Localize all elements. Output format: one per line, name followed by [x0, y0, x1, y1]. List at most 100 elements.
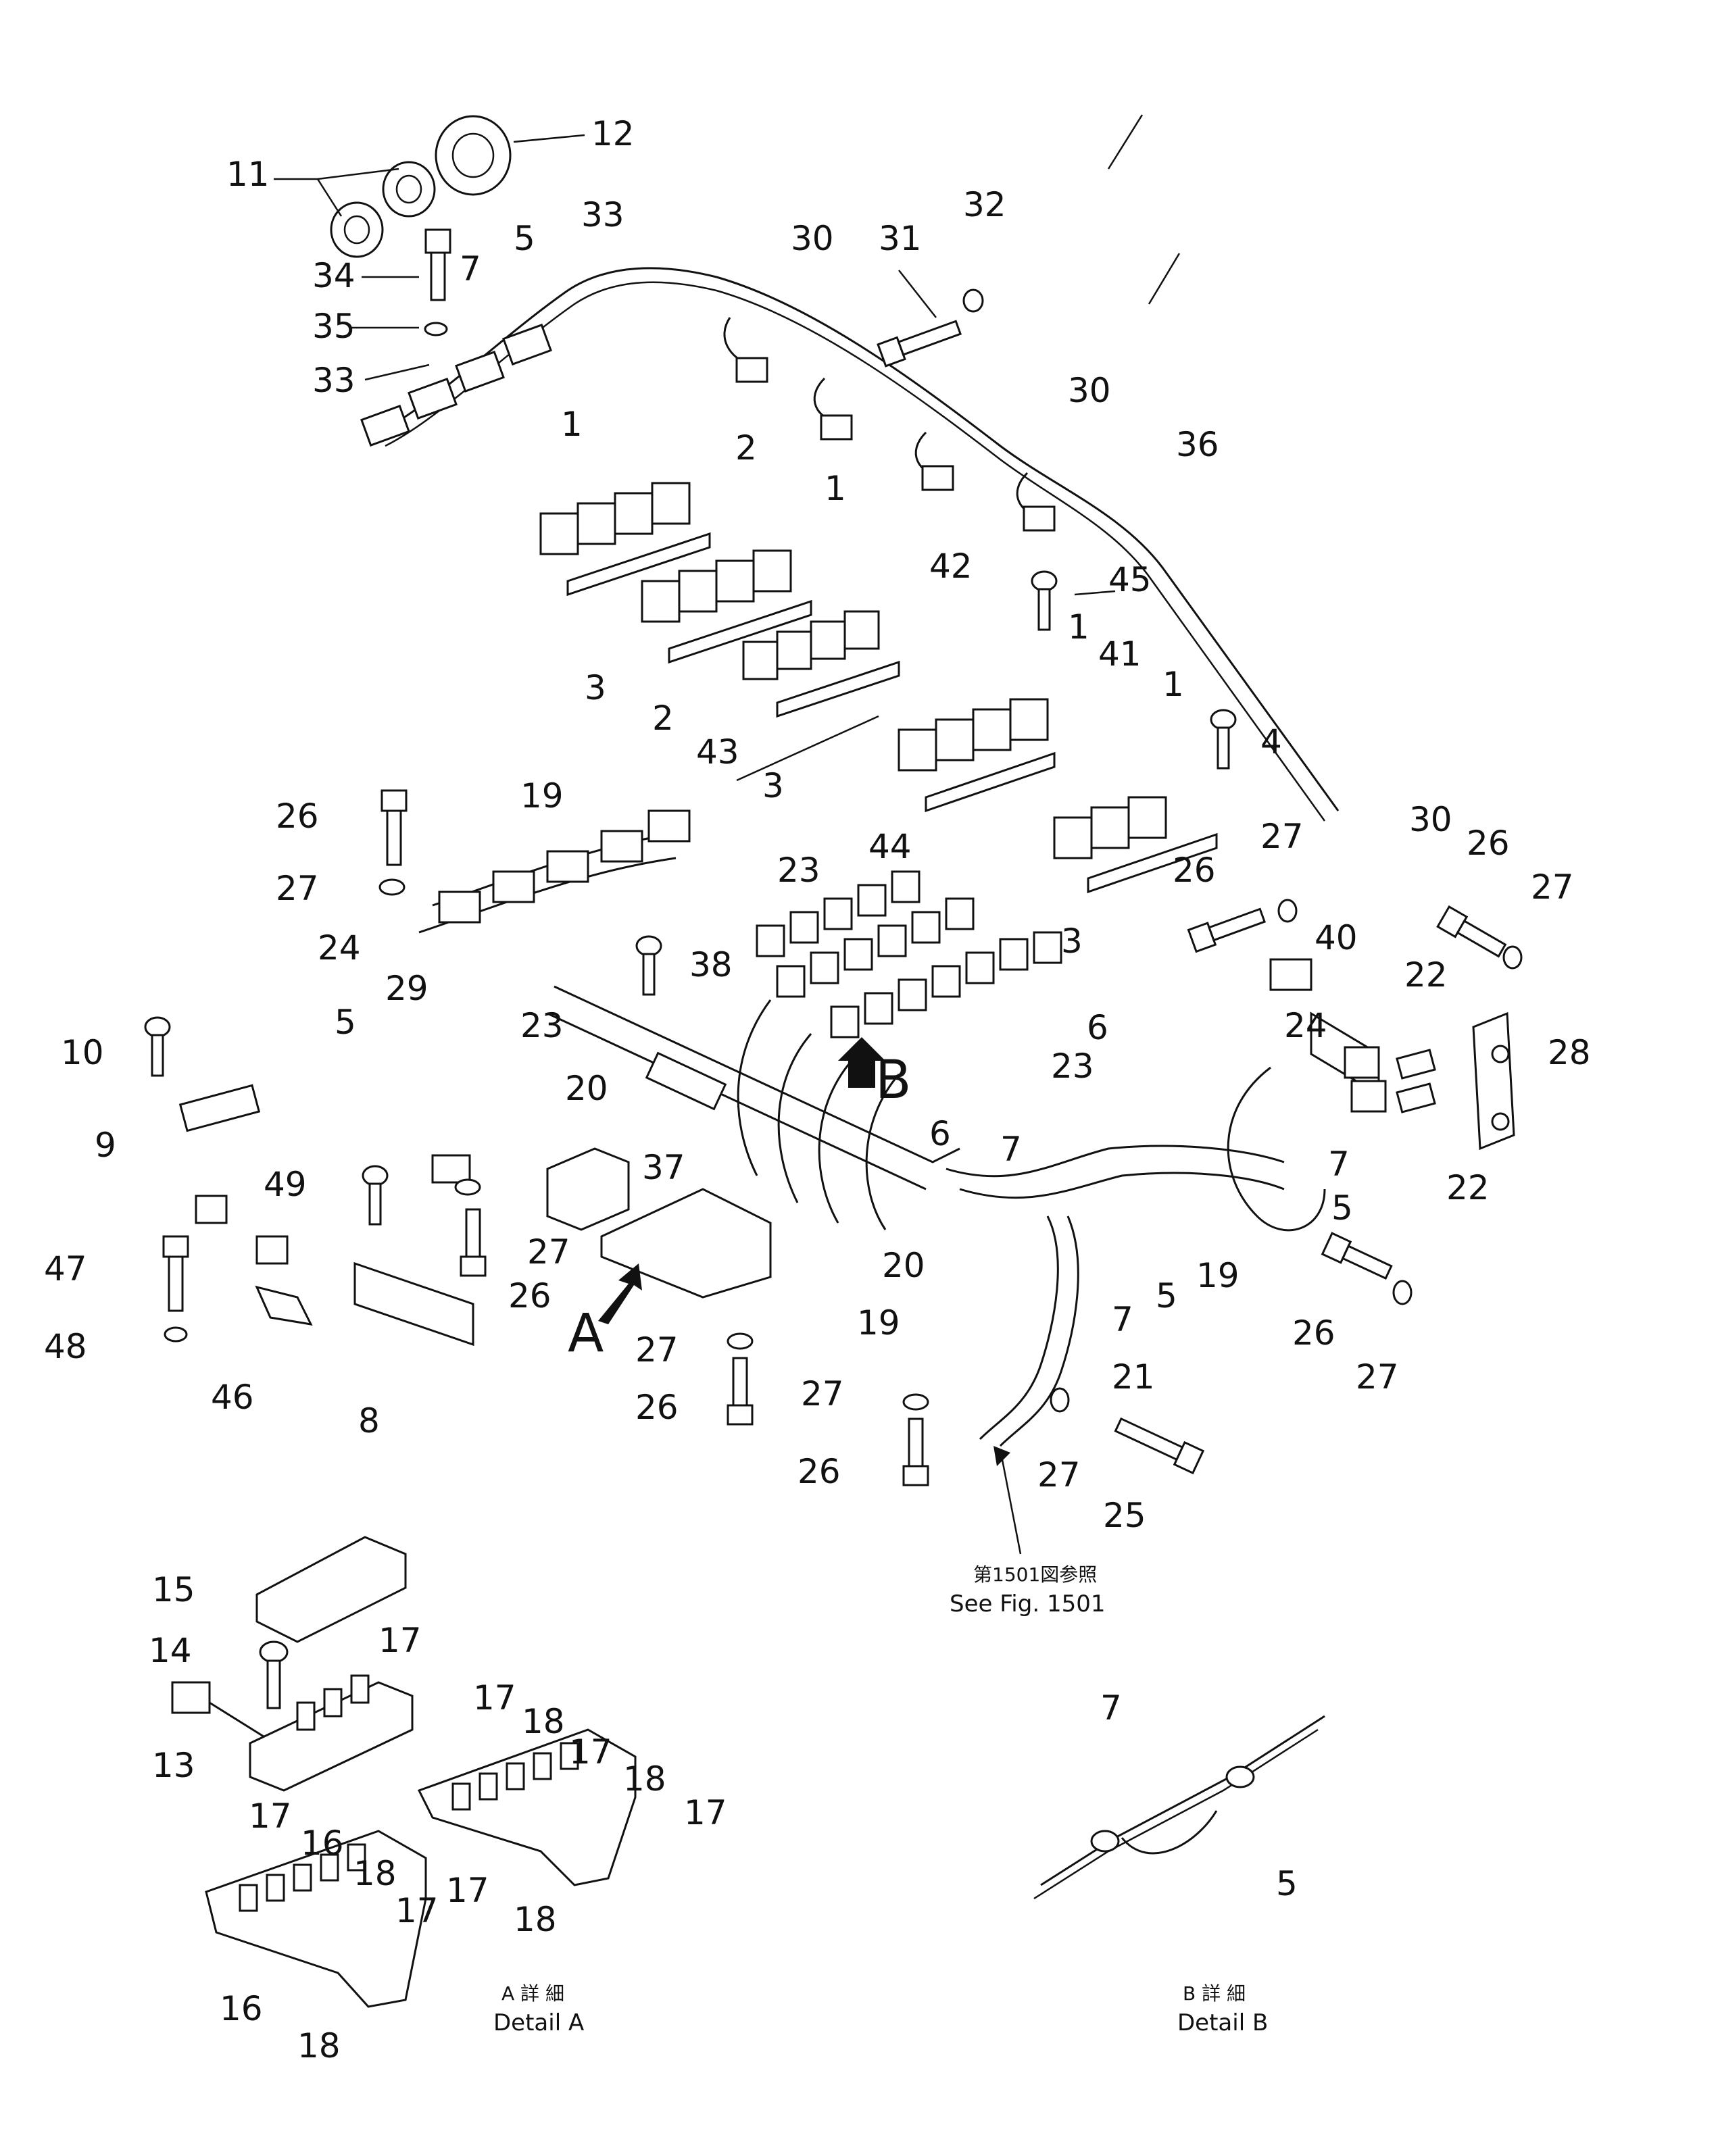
bolt-25	[1114, 1417, 1205, 1475]
part-label: 2	[652, 699, 674, 738]
callout-a: A	[568, 1303, 604, 1364]
part-label: 6	[929, 1114, 951, 1153]
bolt-10	[144, 1016, 171, 1077]
grommet-11	[330, 161, 436, 258]
part-label: 17	[249, 1797, 292, 1836]
detail-b-caption-jp: B 詳 細	[1183, 1982, 1246, 2005]
bracket-8	[353, 1261, 474, 1347]
reference-note-en: See Fig. 1501	[950, 1590, 1105, 1618]
part-label: 47	[44, 1249, 87, 1288]
part-label: 26	[635, 1388, 679, 1427]
bolt-26-far-right	[1436, 905, 1507, 958]
part-label: 7	[460, 249, 481, 289]
part-label: 43	[696, 732, 739, 772]
bolt-26-center	[727, 1357, 754, 1426]
part-label: 24	[318, 928, 361, 968]
part-label: 8	[358, 1401, 380, 1440]
connector-end-right	[1344, 1046, 1387, 1113]
detail-a-screw-14	[259, 1640, 289, 1709]
part-label: 26	[276, 797, 319, 836]
part-label: 46	[211, 1378, 254, 1417]
part-label: 12	[591, 114, 635, 153]
connector-cluster-left	[195, 809, 691, 1265]
part-label: 23	[1051, 1047, 1094, 1086]
part-label: 18	[522, 1702, 565, 1741]
bracket-46	[255, 1285, 313, 1326]
part-label: 5	[1276, 1864, 1298, 1903]
bolt-38	[635, 935, 662, 996]
relay-group-right	[742, 610, 900, 718]
washer-27-far-right	[1502, 945, 1523, 970]
arrow-b-icon	[838, 1037, 885, 1088]
relay-group-41	[1053, 796, 1218, 894]
part-label: 15	[152, 1570, 195, 1609]
part-label: 27	[276, 869, 319, 908]
part-label: 18	[623, 1759, 666, 1799]
arrow-a-icon	[598, 1263, 642, 1324]
bolt-26-mid	[460, 1208, 487, 1277]
reference-leader	[999, 1449, 1022, 1555]
bolt-49	[362, 1165, 389, 1226]
part-label: 30	[791, 219, 834, 258]
part-label: 27	[1356, 1357, 1399, 1397]
part-label: 40	[1315, 918, 1358, 957]
part-label: 27	[1531, 868, 1574, 907]
detail-a-block-lower	[205, 1830, 427, 2008]
part-label: 26	[797, 1452, 841, 1491]
connector-40	[1269, 958, 1312, 991]
relay-group-left	[539, 482, 711, 597]
part-label: 5	[514, 219, 535, 258]
washer-27-upper-left	[378, 878, 406, 896]
upper-wiring-harness	[360, 267, 1340, 822]
washer-32	[962, 289, 984, 313]
grommet-12	[435, 115, 512, 196]
part-label: 10	[61, 1033, 104, 1072]
part-label: 35	[312, 307, 355, 346]
part-label: 9	[95, 1126, 116, 1165]
part-label: 27	[1037, 1455, 1081, 1495]
part-label: 7	[1112, 1300, 1133, 1339]
bolt-26-lower	[902, 1418, 929, 1486]
part-label: 5	[1331, 1188, 1353, 1228]
part-label: 44	[868, 827, 912, 866]
detail-a-block-upper	[417, 1728, 637, 1886]
bolt-47	[162, 1235, 189, 1312]
part-label: 17	[395, 1891, 439, 1930]
part-label: 19	[1196, 1256, 1240, 1295]
part-label: 30	[1068, 371, 1111, 410]
washer-35	[424, 322, 448, 336]
part-label: 7	[1000, 1130, 1022, 1169]
washer-27-right-top	[1277, 899, 1298, 923]
part-label: 49	[264, 1165, 307, 1204]
part-label: 27	[801, 1374, 844, 1413]
part-label: 27	[527, 1232, 570, 1272]
part-label: 26	[508, 1276, 551, 1315]
callout-b: B	[875, 1050, 912, 1111]
washer-27-lower-far-right	[1392, 1280, 1413, 1305]
part-label: 19	[520, 776, 564, 816]
detail-a-fuse-block-13	[171, 1674, 414, 1792]
detail-b-caption-en: Detail B	[1177, 2009, 1268, 2036]
part-label: 36	[1176, 425, 1219, 464]
part-label: 19	[857, 1303, 900, 1343]
part-label: 27	[635, 1330, 679, 1370]
bracket-28	[1472, 1011, 1515, 1151]
part-label: 22	[1446, 1168, 1490, 1207]
part-label: 1	[1068, 607, 1089, 647]
part-label: 29	[385, 969, 428, 1008]
part-label: 5	[335, 1003, 356, 1042]
part-label: 6	[1087, 1008, 1108, 1047]
part-label: 18	[353, 1854, 397, 1893]
part-label: 1	[825, 469, 846, 508]
leader-lines	[274, 114, 1181, 782]
washer-27-lower	[902, 1393, 929, 1411]
part-label: 21	[1112, 1357, 1155, 1397]
part-label: 24	[1284, 1006, 1327, 1045]
part-label: 23	[777, 851, 820, 890]
part-label: 22	[1404, 955, 1448, 995]
part-label: 17	[473, 1678, 516, 1718]
part-label: 16	[220, 1989, 263, 2028]
part-label: 30	[1409, 800, 1452, 839]
bolt-26-upper-left	[381, 789, 408, 866]
part-label: 1	[561, 405, 583, 444]
